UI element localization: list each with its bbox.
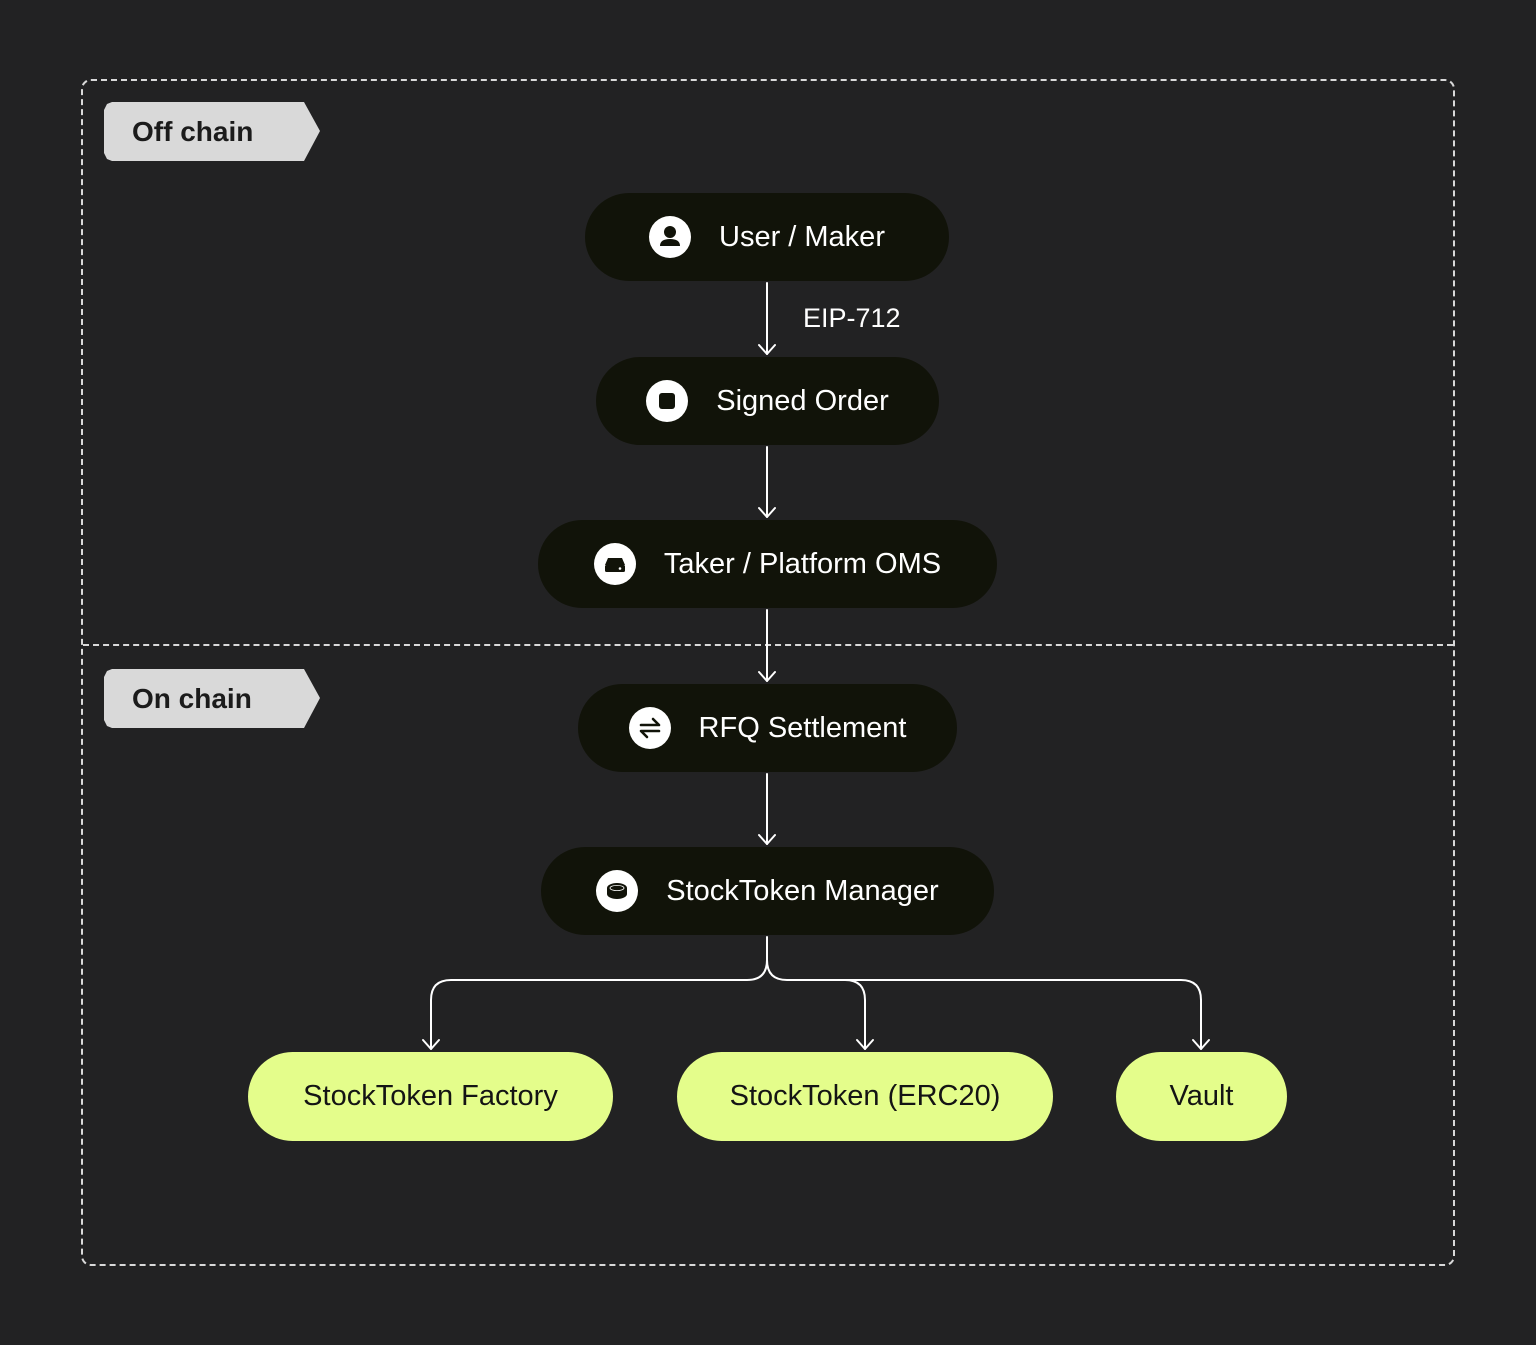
on-chain-tag: On chain bbox=[104, 669, 320, 728]
rfq-settlement-node: RFQ Settlement bbox=[578, 684, 957, 772]
taker-oms-label: Taker / Platform OMS bbox=[663, 547, 942, 580]
stocktoken-erc20-label: StockToken (ERC20) bbox=[729, 1080, 1001, 1112]
stocktoken-manager-node: StockToken Manager bbox=[541, 847, 994, 935]
stocktoken-manager-label: StockToken Manager bbox=[666, 874, 939, 907]
edge-manager-to-factory bbox=[430, 936, 768, 1050]
signed-order-node: Signed Order bbox=[596, 357, 939, 445]
on-chain-label: On chain bbox=[132, 682, 252, 714]
signed-order-label: Signed Order bbox=[716, 384, 889, 417]
stocktoken-erc20-node: StockToken (ERC20) bbox=[677, 1052, 1053, 1141]
vault-node: Vault bbox=[1116, 1052, 1287, 1141]
off-chain-tag: Off chain bbox=[104, 102, 320, 161]
eip712-label: EIP-712 bbox=[803, 303, 901, 333]
edge-manager-to-erc20 bbox=[766, 959, 866, 1050]
swap-icon bbox=[628, 707, 671, 749]
diagram-frame bbox=[81, 79, 1455, 1266]
edge-manager-to-vault bbox=[844, 979, 1202, 1050]
user-maker-node: User / Maker bbox=[585, 193, 949, 281]
off-chain-label: Off chain bbox=[132, 115, 254, 147]
taker-oms-node: Taker / Platform OMS bbox=[538, 520, 997, 608]
rfq-settlement-label: RFQ Settlement bbox=[698, 711, 907, 744]
server-icon bbox=[593, 543, 636, 585]
coin-icon bbox=[596, 870, 639, 912]
user-icon bbox=[649, 216, 691, 258]
stocktoken-factory-label: StockToken Factory bbox=[303, 1080, 558, 1112]
square-icon bbox=[646, 380, 689, 422]
user-maker-label: User / Maker bbox=[719, 220, 885, 253]
vault-label: Vault bbox=[1169, 1080, 1234, 1112]
stocktoken-factory-node: StockToken Factory bbox=[248, 1052, 613, 1141]
